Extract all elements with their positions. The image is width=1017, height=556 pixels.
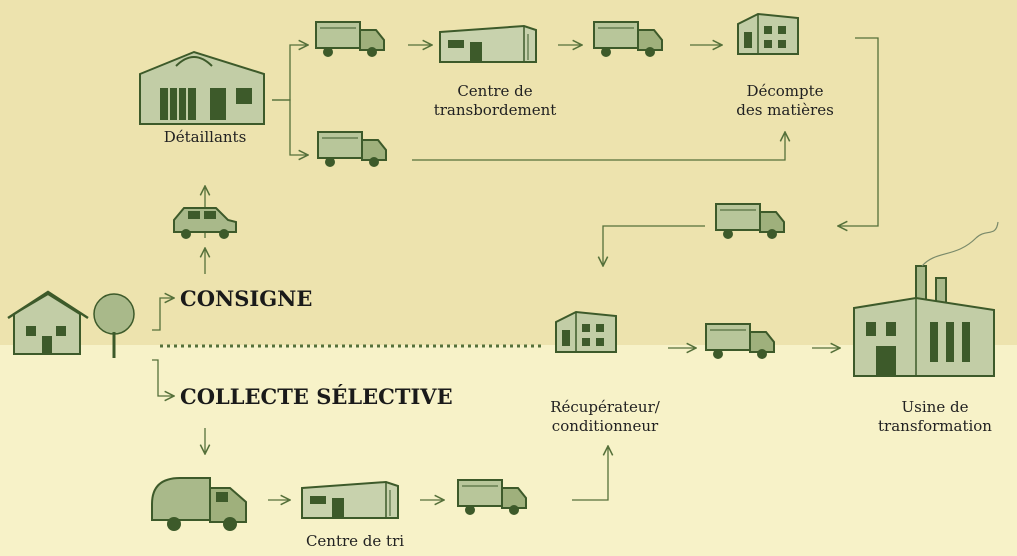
truck-icon (593, 21, 663, 58)
store-icon (139, 50, 265, 125)
centre-tri-label: Centre de tri (305, 532, 405, 550)
car-icon (173, 207, 237, 239)
usine-label: Usine de transformation (878, 398, 992, 435)
arrow-store-to-truck-bottom (272, 99, 308, 155)
transbordement-label: Centre de transbordement (433, 82, 557, 119)
consigne-heading: CONSIGNE (180, 286, 313, 311)
arrow-decompte-to-truck (838, 37, 879, 226)
factory-icon (853, 221, 999, 377)
arrow-house-to-consigne (152, 298, 174, 331)
decompte-label: Décompte des matières (736, 82, 834, 119)
arrow-truck-to-recuperateur-bottom (572, 446, 608, 501)
truck-icon (715, 203, 785, 240)
warehouse-icon (301, 481, 399, 519)
building-icon (555, 311, 617, 353)
warehouse-icon (439, 25, 537, 63)
truck-icon (705, 323, 775, 360)
arrow-truck-to-decompte-direct (412, 132, 785, 161)
garbage-truck-icon (151, 477, 247, 531)
building-icon (737, 13, 799, 55)
collecte-heading: COLLECTE SÉLECTIVE (180, 384, 453, 409)
truck-icon (315, 21, 385, 58)
recuperateur-label: Récupérateur/ conditionneur (550, 398, 660, 435)
detaillants-label: Détaillants (163, 128, 247, 146)
truck-icon (317, 131, 387, 168)
arrow-house-to-collecte (152, 359, 174, 396)
arrow-truck-to-recuperateur (603, 225, 705, 266)
house-icon (7, 290, 135, 358)
arrow-store-to-truck-top (272, 45, 308, 101)
truck-icon (457, 479, 527, 516)
